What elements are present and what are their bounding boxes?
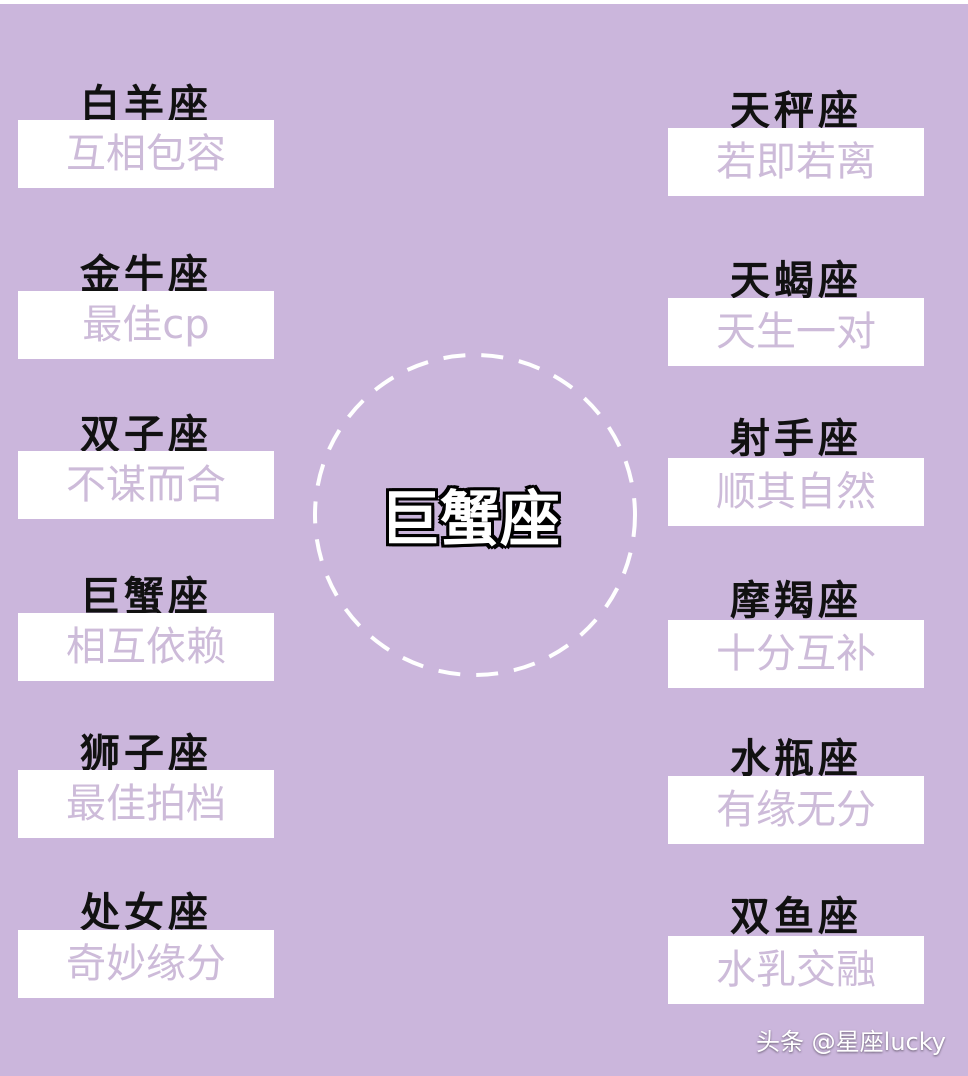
sign-name: 金牛座 xyxy=(80,252,212,298)
relation-box: 若即若离 xyxy=(668,128,924,196)
sign-name: 摩羯座 xyxy=(730,578,862,624)
entry-cancer: 巨蟹座 相互依赖 xyxy=(18,570,274,690)
sign-name: 双子座 xyxy=(80,412,212,458)
entry-virgo: 处女座 奇妙缘分 xyxy=(18,886,274,1006)
relation-box: 顺其自然 xyxy=(668,458,924,526)
relation-box: 十分互补 xyxy=(668,620,924,688)
relation-text: 奇妙缘分 xyxy=(66,941,226,987)
sign-name: 天秤座 xyxy=(730,88,862,134)
relation-box: 最佳cp xyxy=(18,291,274,359)
sign-name: 巨蟹座 xyxy=(80,574,212,620)
entry-taurus: 金牛座 最佳cp xyxy=(18,248,274,368)
relation-box: 最佳拍档 xyxy=(18,770,274,838)
relation-text: 有缘无分 xyxy=(716,787,876,833)
sign-name: 天蝎座 xyxy=(730,258,862,304)
top-strip xyxy=(0,0,968,4)
relation-box: 有缘无分 xyxy=(668,776,924,844)
entry-leo: 狮子座 最佳拍档 xyxy=(18,727,274,847)
entry-aquarius: 水瓶座 有缘无分 xyxy=(668,732,924,852)
relation-box: 水乳交融 xyxy=(668,936,924,1004)
relation-text: 水乳交融 xyxy=(716,947,876,993)
sign-name: 射手座 xyxy=(730,416,862,462)
relation-text: 天生一对 xyxy=(716,309,876,355)
relation-box: 奇妙缘分 xyxy=(18,930,274,998)
relation-box: 相互依赖 xyxy=(18,613,274,681)
sign-name: 水瓶座 xyxy=(730,736,862,782)
entry-sagittarius: 射手座 顺其自然 xyxy=(668,412,924,532)
relation-box: 天生一对 xyxy=(668,298,924,366)
sign-name: 处女座 xyxy=(80,890,212,936)
watermark: 头条 @星座lucky xyxy=(756,1028,946,1056)
center-title: 巨蟹座 xyxy=(380,485,560,555)
entry-capricorn: 摩羯座 十分互补 xyxy=(668,574,924,694)
dashed-circle xyxy=(313,353,637,677)
relation-text: 顺其自然 xyxy=(716,469,876,515)
relation-text: 十分互补 xyxy=(716,631,876,677)
relation-text: 相互依赖 xyxy=(66,624,226,670)
entry-scorpio: 天蝎座 天生一对 xyxy=(668,254,924,374)
relation-text: 最佳拍档 xyxy=(66,781,226,827)
sign-name: 狮子座 xyxy=(80,731,212,777)
relation-text: 最佳cp xyxy=(82,302,210,348)
relation-text: 互相包容 xyxy=(66,131,226,177)
entry-libra: 天秤座 若即若离 xyxy=(668,84,924,204)
relation-box: 不谋而合 xyxy=(18,451,274,519)
entry-pisces: 双鱼座 水乳交融 xyxy=(668,890,924,1010)
entry-gemini: 双子座 不谋而合 xyxy=(18,408,274,528)
sign-name: 双鱼座 xyxy=(730,894,862,940)
entry-aries: 白羊座 互相包容 xyxy=(18,78,274,198)
relation-box: 互相包容 xyxy=(18,120,274,188)
relation-text: 若即若离 xyxy=(716,139,876,185)
relation-text: 不谋而合 xyxy=(66,462,226,508)
